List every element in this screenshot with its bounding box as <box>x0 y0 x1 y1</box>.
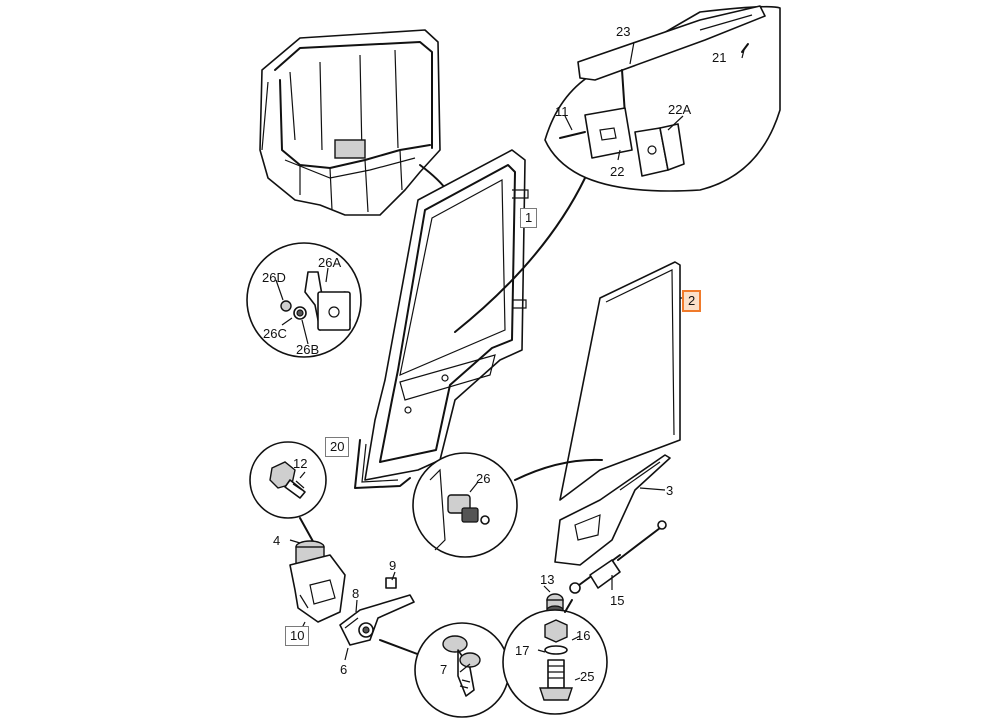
label-part-26a: 26A <box>318 255 342 270</box>
detail-circle-part-26 <box>412 452 518 558</box>
label-part-12: 12 <box>293 456 308 471</box>
label-part-21: 21 <box>712 50 727 65</box>
label-part-7: 7 <box>440 662 448 677</box>
label-part-8: 8 <box>352 586 360 601</box>
label-part-4: 4 <box>273 533 281 548</box>
label-part-22: 22 <box>610 164 625 179</box>
callout-line-knob <box>514 458 603 481</box>
gas-strut <box>569 520 667 594</box>
label-part-13: 13 <box>540 572 555 587</box>
bolt-12 <box>249 441 327 519</box>
label-part-23: 23 <box>616 24 631 39</box>
detail-circle-hinge-22 <box>544 5 781 192</box>
latch-6-8-9 <box>339 577 415 646</box>
bracket-4-10 <box>289 540 346 623</box>
callout-line-fasteners <box>564 599 573 613</box>
detail-circle-hinge-26 <box>246 242 362 358</box>
detail-circle-fasteners <box>502 609 608 715</box>
callout-line-door-to-hinge <box>454 177 586 333</box>
label-part-11: 11 <box>555 104 569 119</box>
door-frame <box>364 149 529 481</box>
label-part-6: 6 <box>340 662 348 677</box>
label-part-16: 16 <box>576 628 591 643</box>
label-part-20: 20 <box>325 437 350 457</box>
glass-panel <box>559 261 681 501</box>
label-part-9: 9 <box>389 558 397 573</box>
label-part-25: 25 <box>580 669 595 684</box>
lower-door-panel <box>554 454 671 566</box>
label-part-26c: 26C <box>263 326 287 341</box>
label-part-2-highlighted: 2 <box>682 290 702 312</box>
label-part-10: 10 <box>285 626 310 646</box>
label-part-17: 17 <box>515 643 530 658</box>
callout-line-key <box>379 639 421 656</box>
label-part-26: 26 <box>476 471 491 486</box>
label-part-1: 1 <box>520 208 538 228</box>
label-part-26d: 26D <box>262 270 286 285</box>
seal-strip <box>354 439 411 489</box>
label-part-22a: 22A <box>668 102 692 117</box>
label-part-15: 15 <box>610 593 625 608</box>
cab-illustration <box>259 29 441 216</box>
label-part-26b: 26B <box>296 342 320 357</box>
label-part-3: 3 <box>666 483 674 498</box>
